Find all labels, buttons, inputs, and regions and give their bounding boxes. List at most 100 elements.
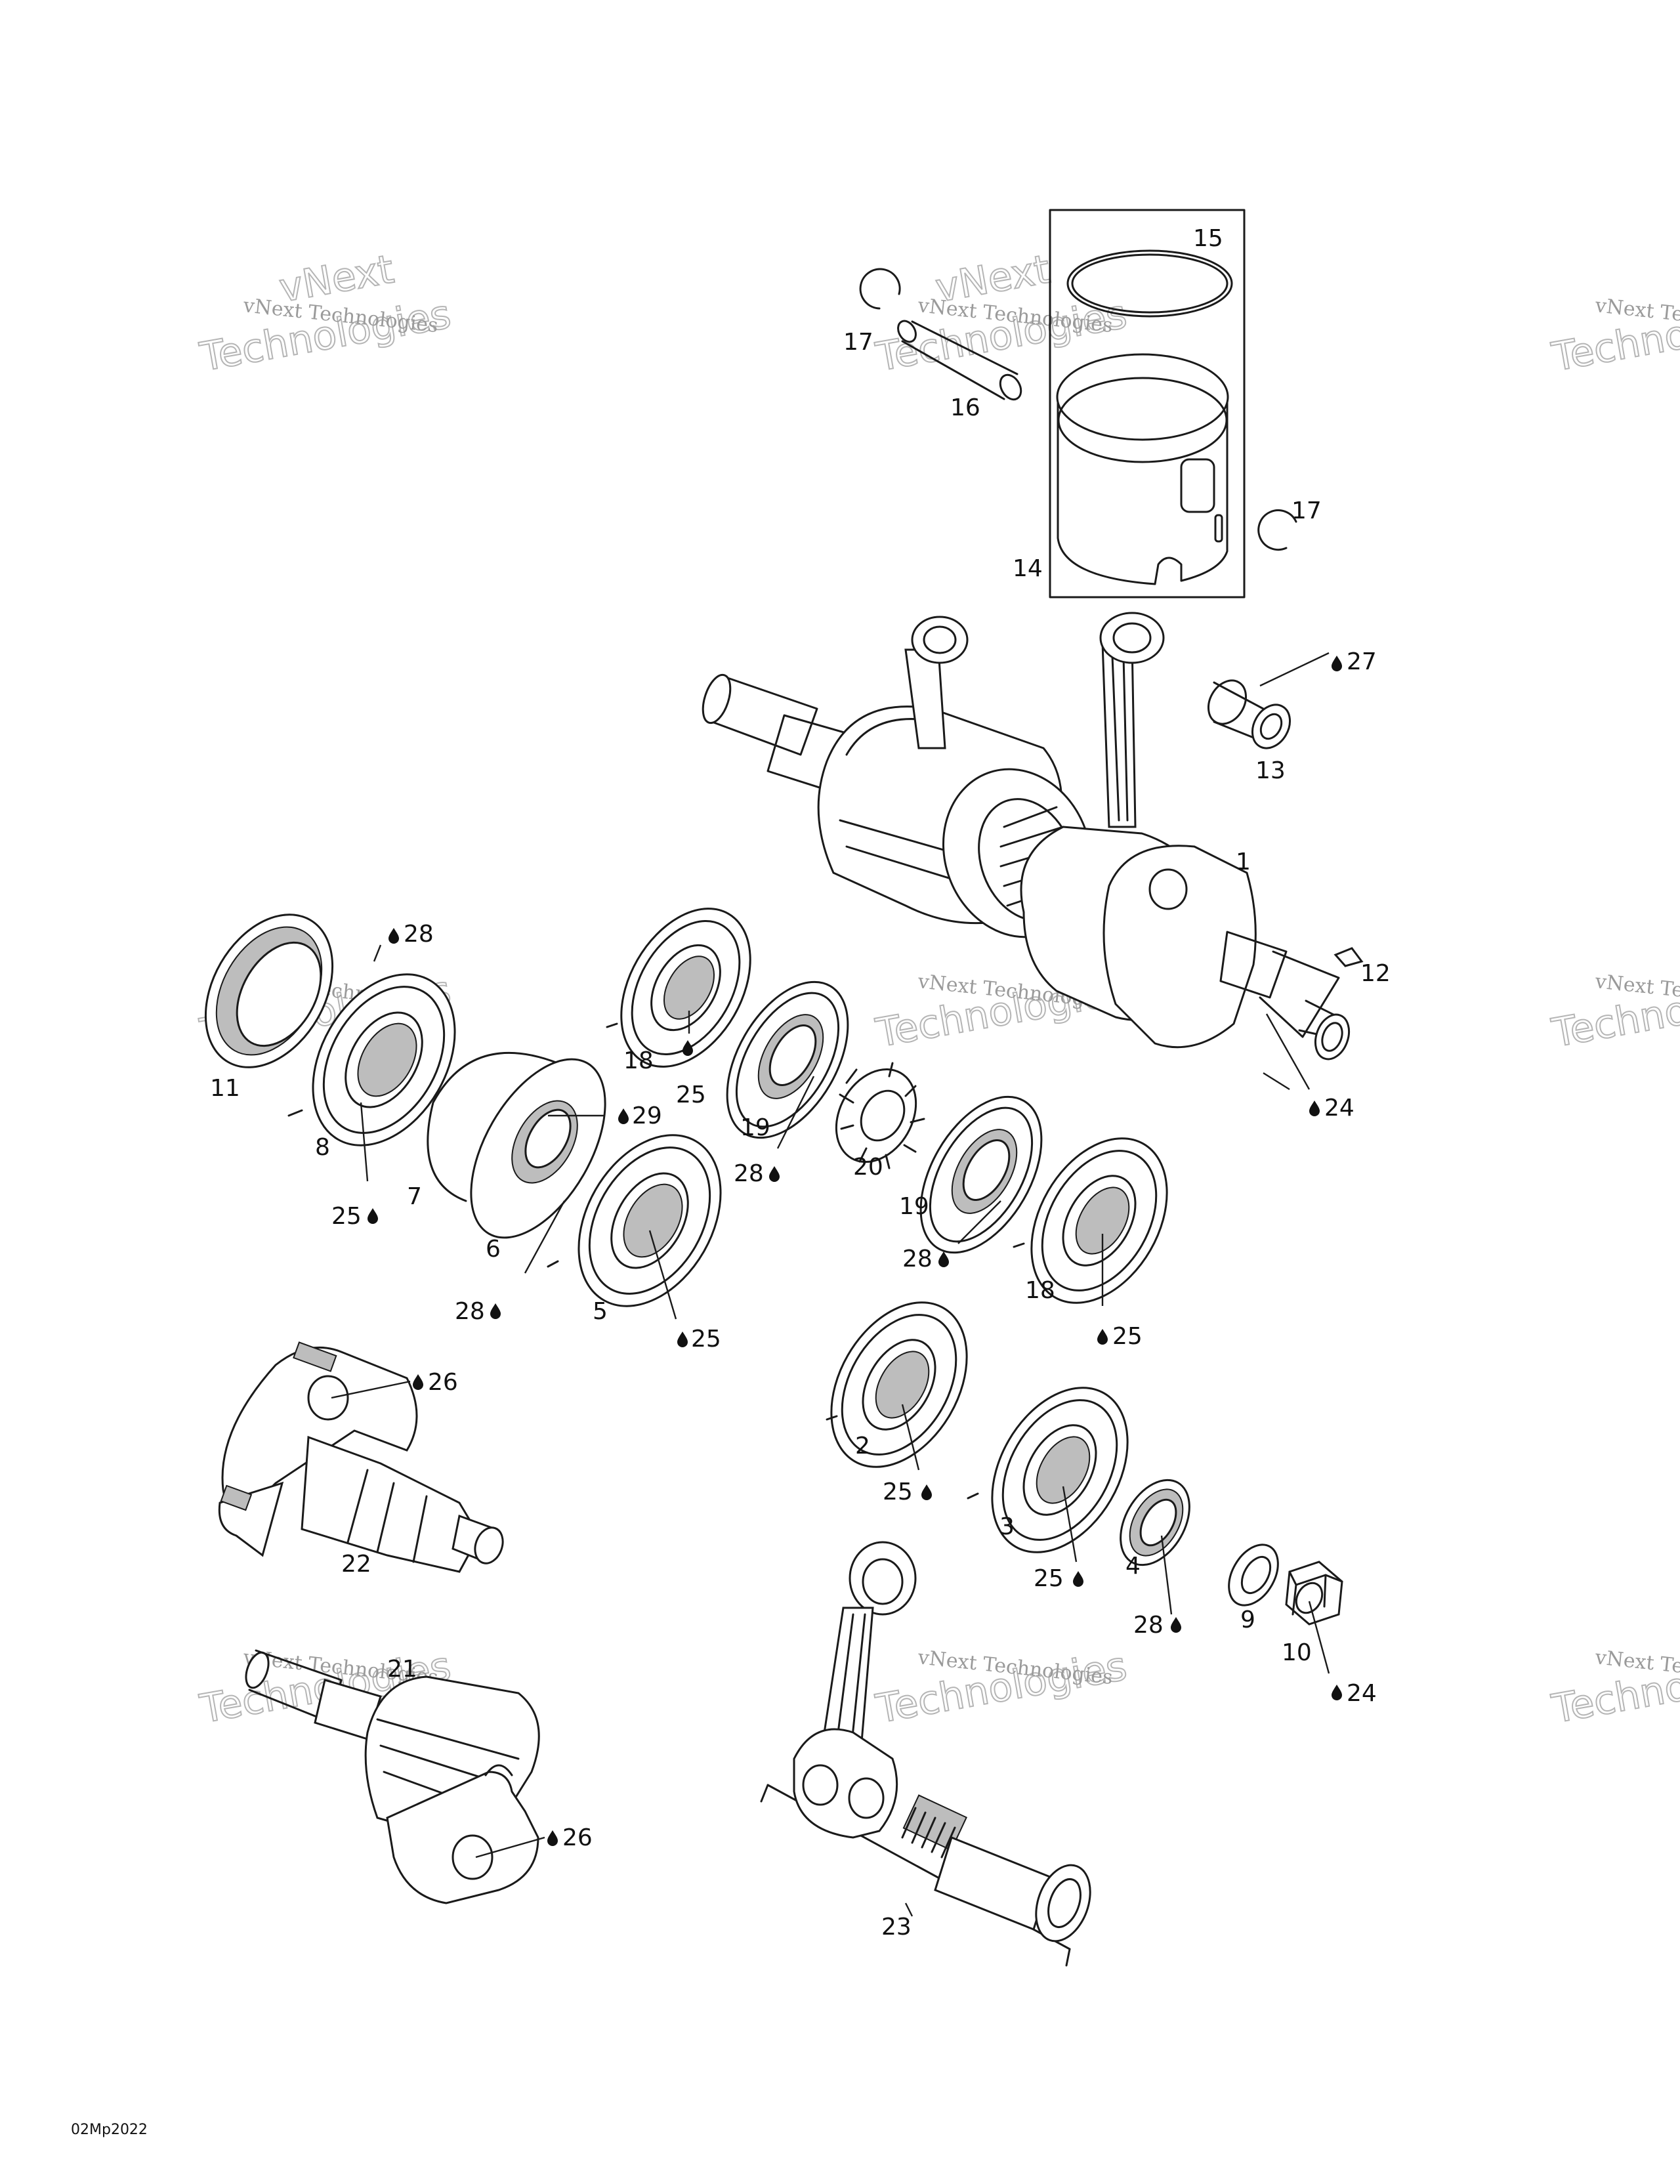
oil-drop-icon <box>1097 1329 1108 1345</box>
dowel-2 <box>826 1415 838 1421</box>
oil-drop-icon <box>938 1251 949 1267</box>
woodruff-key-12 <box>1334 947 1364 967</box>
callout-8: 8 <box>315 1134 330 1161</box>
crank-left-stub-end <box>702 673 732 724</box>
oil-drop-icon <box>547 1830 558 1846</box>
callout-26: 26 <box>428 1369 458 1396</box>
conrod-on-crank-left <box>904 616 969 749</box>
callout-19: 19 <box>899 1193 929 1220</box>
oil-drop-icon <box>368 1208 378 1224</box>
ball-bearing-3 <box>991 1387 1129 1553</box>
oil-drop-icon <box>1332 656 1342 671</box>
callout-24: 24 <box>1347 1680 1377 1707</box>
oil-drop-icon <box>921 1484 932 1500</box>
ball-bearing-2 <box>830 1301 968 1468</box>
callout-17: 17 <box>843 329 873 356</box>
oil-drop-icon <box>677 1332 688 1347</box>
piston-kit-frame <box>1049 209 1246 598</box>
thrust-washer-6 <box>470 1058 606 1239</box>
crank-pin-hole <box>1148 868 1188 910</box>
callout-21: 21 <box>387 1656 417 1683</box>
callout-28: 28 <box>902 1246 933 1272</box>
piston-ring-15 <box>1066 249 1233 318</box>
oil-drop-icon <box>490 1303 501 1319</box>
callout-1: 1 <box>1236 849 1251 875</box>
callout-29: 29 <box>632 1102 662 1129</box>
ball-bearing-5 <box>578 1134 722 1307</box>
conrod-on-crank-right <box>1099 612 1165 828</box>
drawing-code: 02Mp2022 <box>71 2122 148 2138</box>
piston-crown <box>1056 353 1229 441</box>
callout-18: 18 <box>623 1047 654 1074</box>
dowel-5 <box>547 1260 559 1268</box>
oil-drop-icon <box>1073 1571 1083 1587</box>
piston-window <box>1180 458 1215 513</box>
crankshaft-assembly-1 <box>702 673 1351 1060</box>
callout-25: 25 <box>691 1326 721 1353</box>
callout-25: 25 <box>883 1479 913 1505</box>
piston-assembly <box>1049 209 1246 598</box>
ball-bearing-18-bottom <box>1030 1137 1168 1304</box>
nut-10 <box>1285 1561 1343 1626</box>
callout-28: 28 <box>734 1160 764 1187</box>
conrod-kit-23 <box>760 1541 1091 1967</box>
oil-drop-icon <box>1171 1617 1181 1633</box>
callout-16: 16 <box>950 394 980 421</box>
callout-7: 7 <box>407 1183 422 1210</box>
piston-pin-16 <box>897 320 1022 401</box>
callout-19: 19 <box>740 1114 770 1141</box>
callout-18: 18 <box>1025 1277 1055 1304</box>
dowel-18-bottom <box>1013 1242 1025 1248</box>
callout-25: 25 <box>1034 1565 1064 1592</box>
callout-25: 25 <box>331 1203 362 1230</box>
oil-drop-icon <box>769 1166 780 1182</box>
callout-14: 14 <box>1013 555 1043 582</box>
crank-right-thread <box>1314 1013 1351 1060</box>
callout-12: 12 <box>1360 960 1391 987</box>
washer-9 <box>1228 1544 1279 1606</box>
ball-bearing-18-top <box>620 908 751 1068</box>
needle-bearing-13 <box>1207 679 1292 749</box>
circlip-17-top <box>859 268 901 310</box>
oil-seal-19-top <box>726 980 849 1139</box>
callout-9: 9 <box>1240 1606 1255 1633</box>
leader-lines <box>331 652 1330 1917</box>
callout-27: 27 <box>1347 648 1377 675</box>
oil-drop-icon <box>618 1108 629 1124</box>
callout-17: 17 <box>1292 497 1322 524</box>
callout-20: 20 <box>853 1154 883 1181</box>
ball-bearing-8 <box>312 973 456 1146</box>
dowel-8 <box>287 1109 303 1117</box>
callout-4: 4 <box>1125 1553 1141 1580</box>
piston-14 <box>1057 392 1228 585</box>
oil-seal-11 <box>204 914 334 1068</box>
oil-drop-icon <box>1332 1685 1342 1700</box>
piston-pin-slot <box>1214 514 1223 543</box>
snap-ring-7 <box>427 1051 559 1202</box>
crankshaft-half-22 <box>218 1341 504 1573</box>
callout-28: 28 <box>455 1298 485 1325</box>
callout-22: 22 <box>341 1551 371 1578</box>
callout-26: 26 <box>562 1824 593 1851</box>
piston-ring-groove <box>1057 377 1228 463</box>
oil-drop-icon <box>388 928 399 944</box>
callout-25: 25 <box>1112 1323 1143 1350</box>
crank-web-right-outer <box>1102 845 1257 1049</box>
callout-28: 28 <box>404 921 434 948</box>
callout-11: 11 <box>210 1075 240 1102</box>
callout-15: 15 <box>1193 225 1223 252</box>
callout-labels: 15 17 16 17 14 27 13 1 12 24 28 11 8 25 … <box>210 225 1391 1941</box>
callout-13: 13 <box>1255 757 1286 784</box>
oil-drop-icon <box>413 1374 423 1390</box>
callout-25: 25 <box>676 1082 706 1108</box>
callout-24: 24 <box>1324 1095 1354 1122</box>
callout-10: 10 <box>1282 1639 1312 1666</box>
oil-seal-4 <box>1120 1479 1190 1566</box>
circlip-17-right <box>1257 509 1297 551</box>
dowel-18-top <box>606 1022 618 1028</box>
callout-5: 5 <box>593 1298 608 1325</box>
callout-6: 6 <box>486 1236 501 1263</box>
callout-3: 3 <box>999 1513 1015 1540</box>
piston-ring-15-inner <box>1071 253 1228 314</box>
